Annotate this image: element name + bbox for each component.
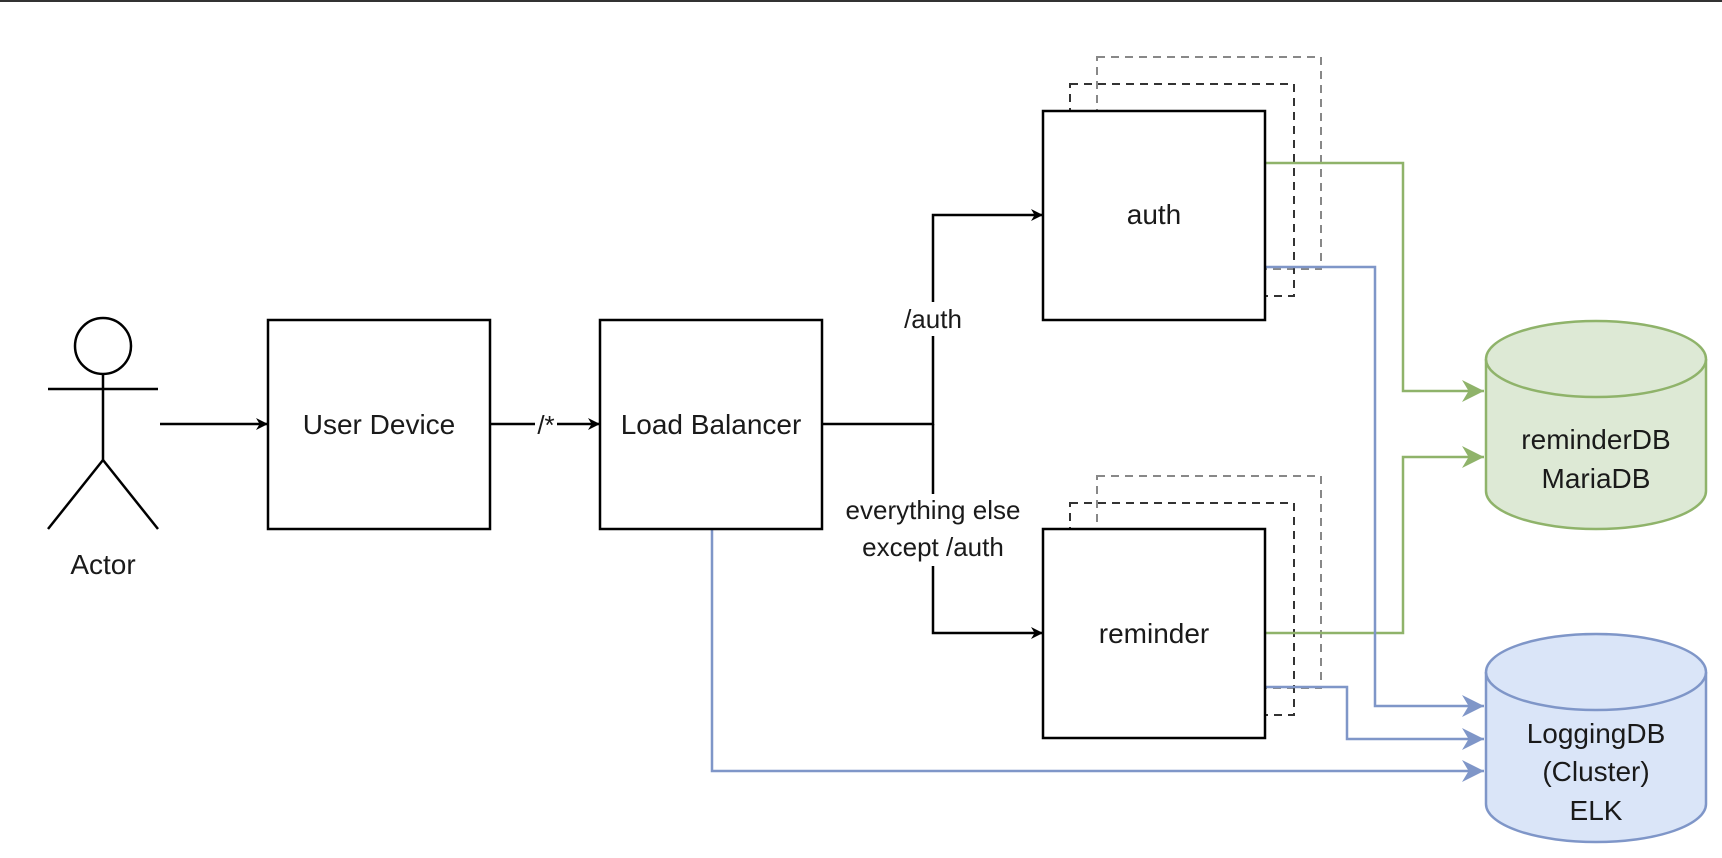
actor-label: Actor (70, 549, 135, 580)
user-device-box (266, 318, 492, 531)
actor-leg-right (102, 459, 159, 530)
top-border (0, 0, 1722, 2)
reminderdb-top (1484, 319, 1708, 399)
loggingdb-body (1484, 672, 1708, 844)
auth-to-reminderdb-edge (1265, 161, 1484, 402)
device-to-lb-label-bg (535, 407, 557, 437)
user-device-label: User Device (303, 409, 455, 440)
lb-to-reminder-label-bg (828, 494, 1038, 566)
loggingdb-label-line1: LoggingDB (1527, 718, 1666, 749)
auth-box (1041, 109, 1267, 322)
reminderdb-body (1484, 359, 1708, 531)
lb-to-auth-label: /auth (904, 304, 962, 334)
lb-to-loggingdb-edge (710, 530, 1484, 782)
lb-to-reminder-edge (931, 424, 1043, 639)
loggingdb-cylinder (1484, 632, 1708, 844)
lb-to-reminder-label-line2: except /auth (862, 532, 1004, 562)
load-balancer-label: Load Balancer (621, 409, 802, 440)
load-balancer-box (598, 318, 824, 531)
actor-leg-left (47, 459, 104, 530)
lb-to-reminder-label-line1: everything else (846, 495, 1021, 525)
lb-to-auth-label-bg (896, 302, 972, 336)
reminderdb-label-line2: MariaDB (1542, 463, 1651, 494)
loggingdb-label-line3: ELK (1570, 795, 1623, 826)
reminder-to-reminderdb-edge (1265, 446, 1484, 635)
loggingdb-top (1484, 632, 1708, 712)
auth-to-loggingdb-edge (1265, 265, 1484, 717)
reminderdb-cylinder (1484, 319, 1708, 531)
reminder-label: reminder (1099, 618, 1209, 649)
loggingdb-label-line2: (Cluster) (1542, 756, 1649, 787)
reminder-to-loggingdb-edge (1265, 685, 1484, 750)
reminderdb-label-line1: reminderDB (1521, 424, 1670, 455)
actor-head (73, 316, 133, 376)
actor-figure (47, 316, 159, 530)
auth-label: auth (1127, 199, 1182, 230)
green-connectors (1265, 161, 1484, 635)
device-to-lb-label: /* (537, 410, 554, 440)
blue-connectors (710, 265, 1484, 782)
reminder-box (1041, 527, 1267, 740)
